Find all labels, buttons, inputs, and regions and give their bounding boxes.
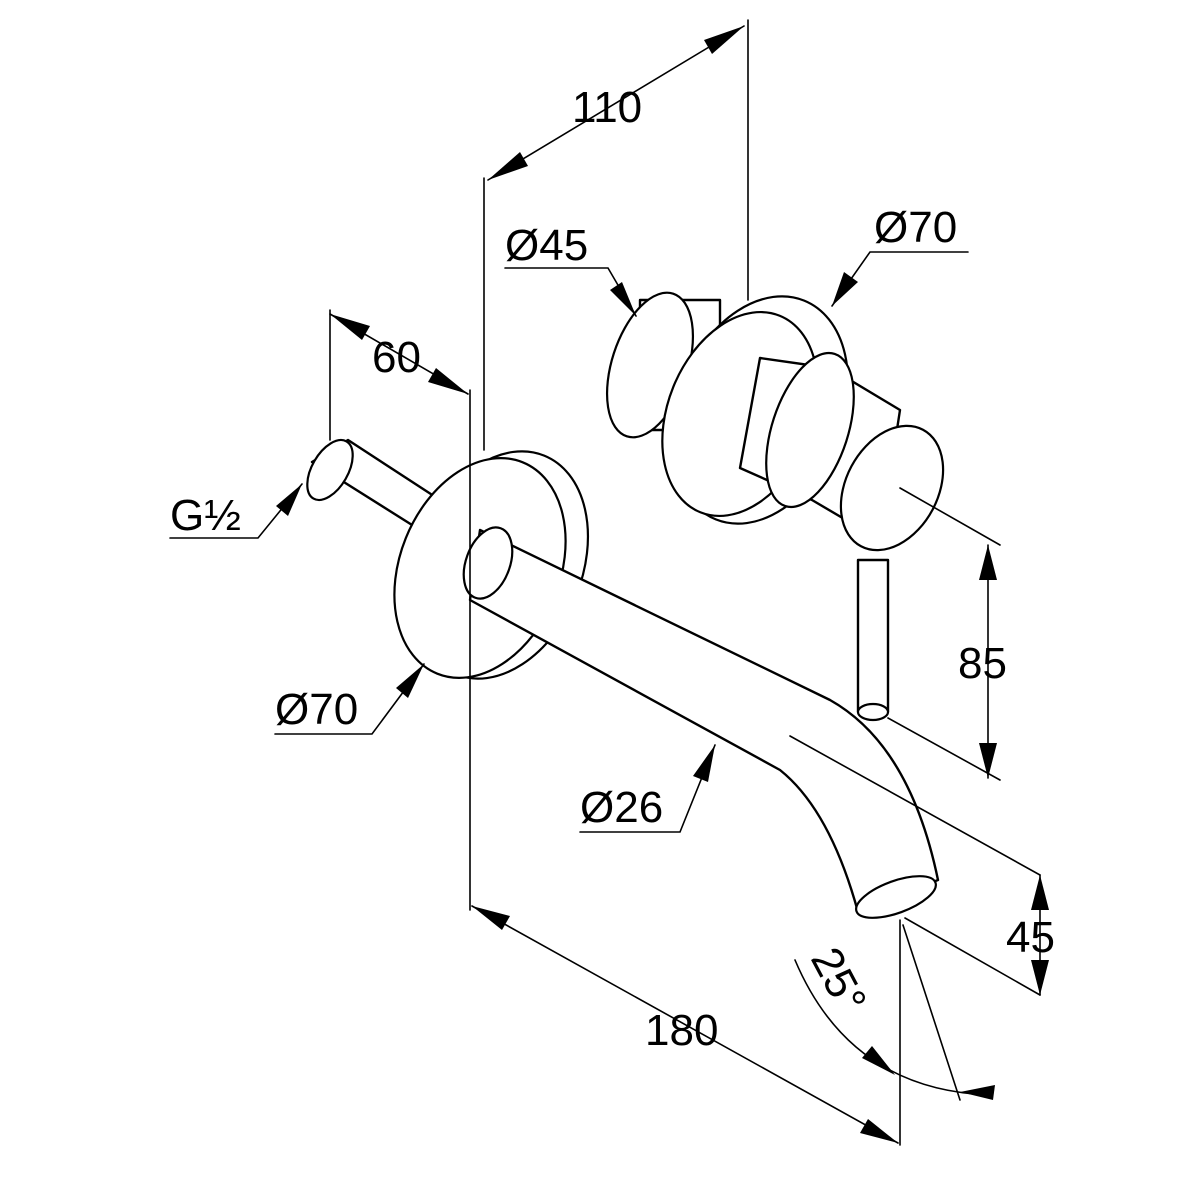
dim-60-label: 60 [372,333,421,382]
dim-dia70-left-label: Ø70 [275,685,358,734]
dim-thread-label: G½ [170,491,241,540]
dimension-lines [169,19,1049,1146]
dim-dia45-label: Ø45 [505,221,588,270]
dim-dia70-right-label: Ø70 [874,203,957,252]
dim-180-label: 180 [645,1006,718,1055]
dim-dia26-label: Ø26 [580,783,663,832]
dimension-labels: 110 60 G½ Ø45 Ø70 Ø70 Ø26 85 45 180 25° [170,83,1055,1055]
mixer-body [605,291,945,722]
dim-110-label: 110 [572,83,642,132]
inlet-pipe [306,438,442,532]
spout [462,526,940,919]
dim-angle-label: 25° [801,940,876,1022]
dim-45-label: 45 [1006,913,1055,962]
dim-85-label: 85 [958,639,1007,688]
